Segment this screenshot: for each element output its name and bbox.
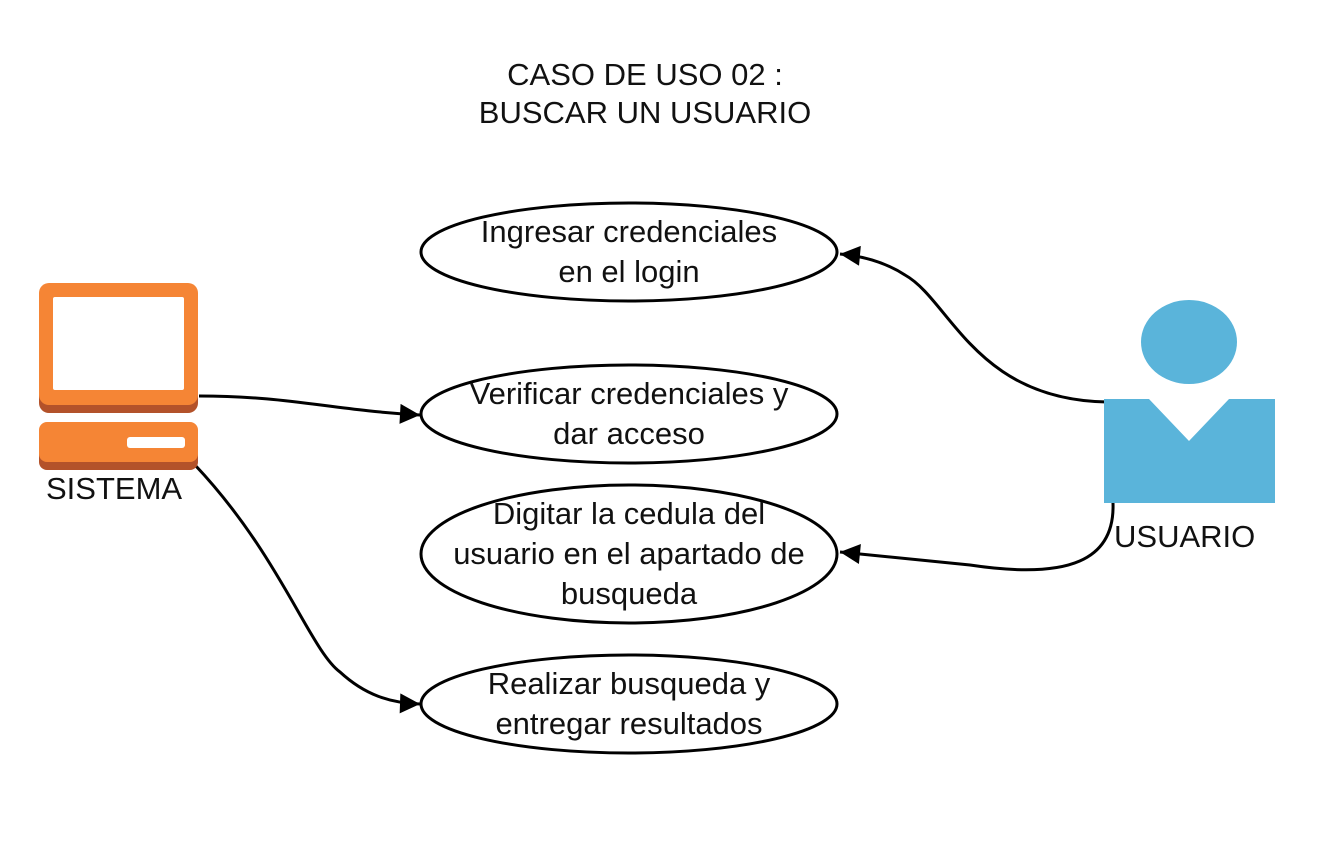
usecase-label-3: Digitar la cedula del usuario en el apar… [421,485,837,623]
connector-user-to-uc3 [839,502,1115,572]
usecase-label-3-line-1: Digitar la cedula del [492,496,766,531]
usecase-label-4-line-1: Realizar busqueda y [487,666,771,701]
usecase-label-2-line-1: Verificar credenciales y [469,376,789,411]
usecase-label-2: Verificar credenciales y dar acceso [421,365,837,463]
usecase-label-3-line-2: usuario en el apartado de [453,536,805,571]
usecase-label-3-line-3: busqueda [560,576,698,611]
diagram-title-line-2: BUSCAR UN USUARIO [478,95,812,130]
actor-label-system: SISTEMA [46,471,183,506]
usecase-label-1: Ingresar credenciales en el login [421,203,837,301]
usecase-label-1-line-1: Ingresar credenciales [480,214,778,249]
connector-user-to-uc1 [839,245,1108,404]
usecase-ellipse-2[interactable] [419,363,839,465]
diagram-title-line-1: CASO DE USO 02 : [507,57,783,92]
actor-label-user: USUARIO [1114,519,1256,554]
usecase-ellipse-4[interactable] [419,653,839,755]
desktop-computer-icon[interactable] [39,283,198,470]
usecase-label-4: Realizar busqueda y entregar resultados [421,655,837,753]
usecase-ellipse-1[interactable] [419,201,839,303]
person-icon[interactable] [1104,300,1275,503]
usecase-label-1-line-2: en el login [558,254,700,289]
usecase-label-4-line-2: entregar resultados [495,706,763,741]
usecase-label-2-line-2: dar acceso [553,416,705,451]
connector-system-to-uc4 [193,463,421,714]
usecase-ellipse-3[interactable] [419,483,839,625]
connector-system-to-uc2 [198,394,421,424]
